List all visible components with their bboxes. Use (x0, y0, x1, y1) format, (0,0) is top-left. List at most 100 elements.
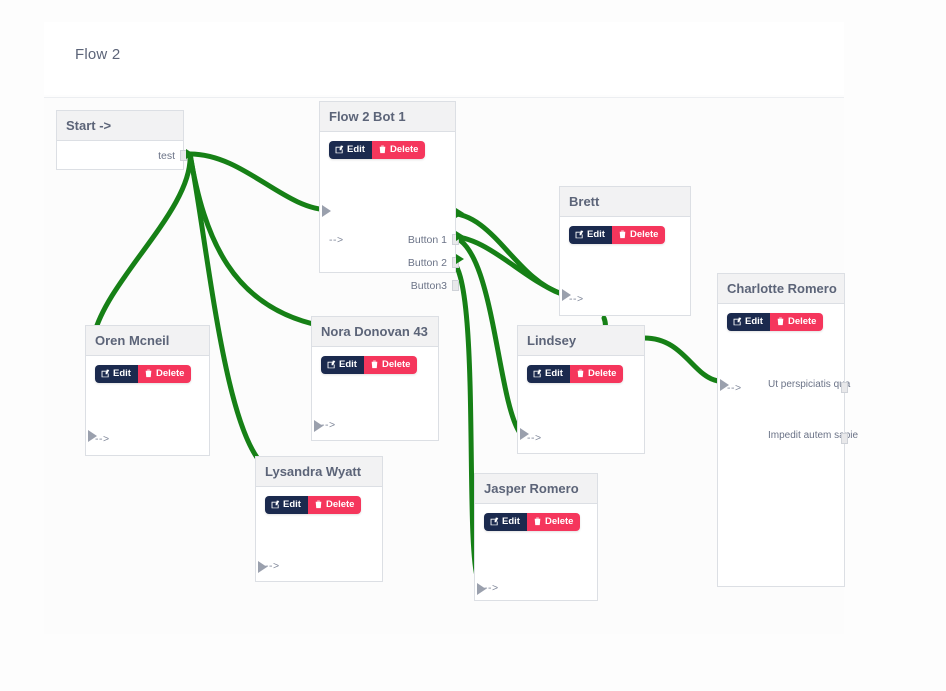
node-start-body: test (57, 141, 187, 170)
node-flow2-bot1-output-label-1[interactable]: Button 1 (407, 234, 447, 246)
node-jasper-romero-actions: Edit Delete (484, 513, 581, 531)
node-flow2-bot1-title: Flow 2 Bot 1 (320, 102, 455, 132)
delete-button-label: Delete (544, 516, 574, 527)
trash-icon (576, 369, 585, 378)
node-oren-mcneil-input-label[interactable]: --> (95, 433, 110, 445)
edit-button[interactable]: Edit (527, 365, 570, 383)
node-oren-mcneil[interactable]: Oren Mcneil Edit Delete (85, 325, 210, 456)
edit-button[interactable]: Edit (265, 496, 308, 514)
node-charlotte-romero-title: Charlotte Romero (718, 274, 844, 304)
node-lysandra-wyatt-title: Lysandra Wyatt (256, 457, 382, 487)
node-charlotte-romero-input-label[interactable]: --> (727, 382, 742, 394)
edge-button2-to-brett (445, 233, 565, 297)
node-flow2-bot1-output-nub-3[interactable] (452, 280, 459, 291)
edit-button-label: Edit (347, 144, 365, 155)
edit-button[interactable]: Edit (727, 313, 770, 331)
node-flow2-bot1-output-label-3[interactable]: Button3 (410, 280, 447, 292)
node-jasper-romero-title: Jasper Romero (475, 474, 597, 504)
node-oren-mcneil-actions: Edit Delete (95, 365, 192, 383)
node-charlotte-romero-output-nub-2[interactable] (841, 433, 848, 444)
flow-header-card: Flow 2 (44, 22, 844, 95)
node-lindsey-body: Edit Delete --> (518, 356, 644, 454)
delete-button-label: Delete (155, 368, 185, 379)
edit-button-label: Edit (545, 368, 563, 379)
node-lindsey-input-label[interactable]: --> (527, 432, 542, 444)
pencil-square-icon (271, 500, 280, 509)
delete-button-label: Delete (381, 359, 411, 370)
pencil-square-icon (575, 230, 584, 239)
node-brett-actions: Edit Delete (569, 226, 666, 244)
node-flow2-bot1-body: Edit Delete --> Button 1 Button 2 Button… (320, 132, 459, 292)
node-brett-body: Edit Delete --> (560, 217, 690, 316)
delete-button[interactable]: Delete (526, 513, 581, 531)
trash-icon (378, 145, 387, 154)
node-lysandra-wyatt[interactable]: Lysandra Wyatt Edit Delete (255, 456, 383, 582)
edit-button[interactable]: Edit (569, 226, 612, 244)
edit-button[interactable]: Edit (484, 513, 527, 531)
edit-button-label: Edit (339, 359, 357, 370)
node-nora-donovan-input-label[interactable]: --> (321, 419, 336, 431)
delete-button[interactable]: Delete (611, 226, 666, 244)
node-brett-title: Brett (560, 187, 690, 217)
edit-button-label: Edit (283, 499, 301, 510)
delete-button[interactable]: Delete (363, 356, 418, 374)
node-charlotte-romero-output-nub-1[interactable] (841, 382, 848, 393)
socket-nora-in (314, 420, 323, 432)
node-charlotte-romero-body: Edit Delete --> Ut perspiciatis qua Impe… (718, 304, 859, 587)
pencil-square-icon (533, 369, 542, 378)
delete-button-label: Delete (629, 229, 659, 240)
node-flow2-bot1-input-label[interactable]: --> (329, 234, 344, 246)
delete-button[interactable]: Delete (371, 141, 426, 159)
node-lindsey-title: Lindsey (518, 326, 644, 356)
edit-button-label: Edit (587, 229, 605, 240)
node-charlotte-romero-output-label-1[interactable]: Ut perspiciatis qua (768, 379, 851, 390)
node-start-title: Start -> (57, 111, 183, 141)
edit-button-label: Edit (113, 368, 131, 379)
node-lindsey[interactable]: Lindsey Edit Delete (517, 325, 645, 454)
node-nora-donovan-actions: Edit Delete (321, 356, 418, 374)
node-start[interactable]: Start -> test (56, 110, 187, 170)
flow-canvas[interactable]: Start -> test Flow 2 Bot 1 (44, 97, 859, 634)
pencil-square-icon (490, 517, 499, 526)
node-flow2-bot1[interactable]: Flow 2 Bot 1 Edit (319, 101, 459, 292)
edge-start-to-nora (187, 151, 325, 329)
edit-button-label: Edit (745, 316, 763, 327)
pencil-square-icon (733, 317, 742, 326)
node-lindsey-actions: Edit Delete (527, 365, 624, 383)
node-lysandra-wyatt-body: Edit Delete --> (256, 487, 382, 582)
edit-button[interactable]: Edit (321, 356, 364, 374)
edge-lindsey-to-charlotte (641, 335, 721, 384)
node-charlotte-romero-actions: Edit Delete (727, 313, 824, 331)
socket-lindsey-in (520, 428, 529, 440)
node-brett[interactable]: Brett Edit Delete (559, 186, 691, 316)
node-flow2-bot1-actions: Edit Delete (329, 141, 426, 159)
node-start-output-port-label[interactable]: test (158, 150, 175, 162)
node-jasper-romero[interactable]: Jasper Romero Edit Delete (474, 473, 598, 601)
node-flow2-bot1-output-label-2[interactable]: Button 2 (407, 257, 447, 269)
delete-button[interactable]: Delete (569, 365, 624, 383)
pencil-square-icon (335, 145, 344, 154)
node-lysandra-wyatt-actions: Edit Delete (265, 496, 362, 514)
delete-button-label: Delete (389, 144, 419, 155)
node-charlotte-romero[interactable]: Charlotte Romero Edit Delete (717, 273, 859, 587)
edit-button[interactable]: Edit (329, 141, 372, 159)
delete-button[interactable]: Delete (307, 496, 362, 514)
trash-icon (776, 317, 785, 326)
node-nora-donovan-title: Nora Donovan 43 (312, 317, 438, 347)
arrowhead-bot1-out-1 (456, 208, 464, 218)
socket-brett-in (562, 289, 571, 301)
trash-icon (533, 517, 542, 526)
delete-button[interactable]: Delete (137, 365, 192, 383)
node-charlotte-romero-output-label-2[interactable]: Impedit autem sapie (768, 430, 859, 441)
edit-button[interactable]: Edit (95, 365, 138, 383)
node-brett-input-label[interactable]: --> (569, 293, 584, 305)
node-oren-mcneil-title: Oren Mcneil (86, 326, 209, 356)
node-nora-donovan[interactable]: Nora Donovan 43 Edit Delete (311, 316, 439, 441)
node-jasper-romero-input-label[interactable]: --> (484, 582, 499, 594)
node-lysandra-wyatt-input-label[interactable]: --> (265, 560, 280, 572)
edge-button1-to-brett (445, 210, 565, 297)
pencil-square-icon (327, 360, 336, 369)
delete-button[interactable]: Delete (769, 313, 824, 331)
socket-jasper-in (477, 583, 486, 595)
